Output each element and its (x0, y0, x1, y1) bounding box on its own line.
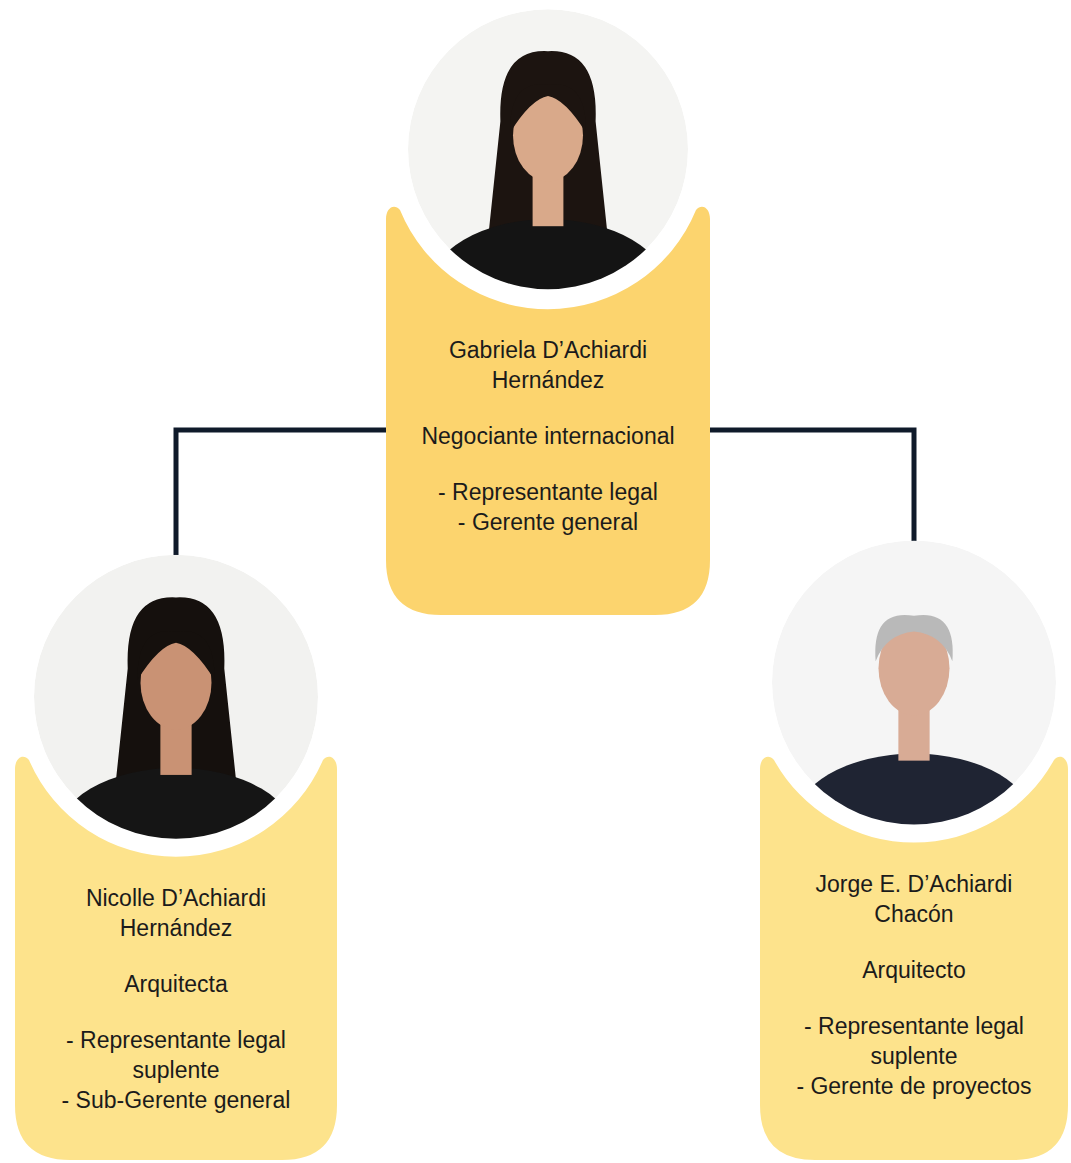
person-profession: Arquitecto (862, 955, 966, 985)
person-role: - Gerente general (458, 507, 638, 537)
person-card: Jorge E. D’Achiardi ChacónArquitecto - Re… (760, 545, 1068, 1160)
person-role: - Representante legal suplente (779, 1011, 1049, 1071)
portrait-photo (408, 9, 688, 359)
portrait-photo (34, 555, 318, 910)
org-connector (710, 430, 914, 545)
person-name: Gabriela D’Achiardi Hernández (413, 335, 683, 395)
person-profession: Arquitecta (124, 969, 228, 999)
person-role: - Representante legal suplente (41, 1025, 311, 1085)
card-text-group: Jorge E. D’Achiardi ChacónArquitecto - Re… (760, 869, 1068, 1101)
person-role: - Representante legal (438, 477, 658, 507)
person-name: Jorge E. D’Achiardi Chacón (779, 869, 1049, 929)
card-text-group: Gabriela D’Achiardi HernándezNegociante … (386, 335, 710, 537)
person-profession: Negociante internacional (421, 421, 674, 451)
org-connector (176, 430, 386, 560)
card-shape (15, 757, 337, 1160)
person-role: - Gerente de proyectos (796, 1071, 1031, 1101)
person-card: Nicolle D’Achiardi HernándezArquitecta - … (15, 560, 337, 1160)
person-role: - Sub-Gerente general (62, 1085, 291, 1115)
card-shape (386, 207, 710, 615)
person-card: Gabriela D’Achiardi HernándezNegociante … (386, 30, 710, 615)
portrait-photo (772, 541, 1056, 896)
card-text-group: Nicolle D’Achiardi HernándezArquitecta - … (15, 883, 337, 1115)
person-name: Nicolle D’Achiardi Hernández (41, 883, 311, 943)
